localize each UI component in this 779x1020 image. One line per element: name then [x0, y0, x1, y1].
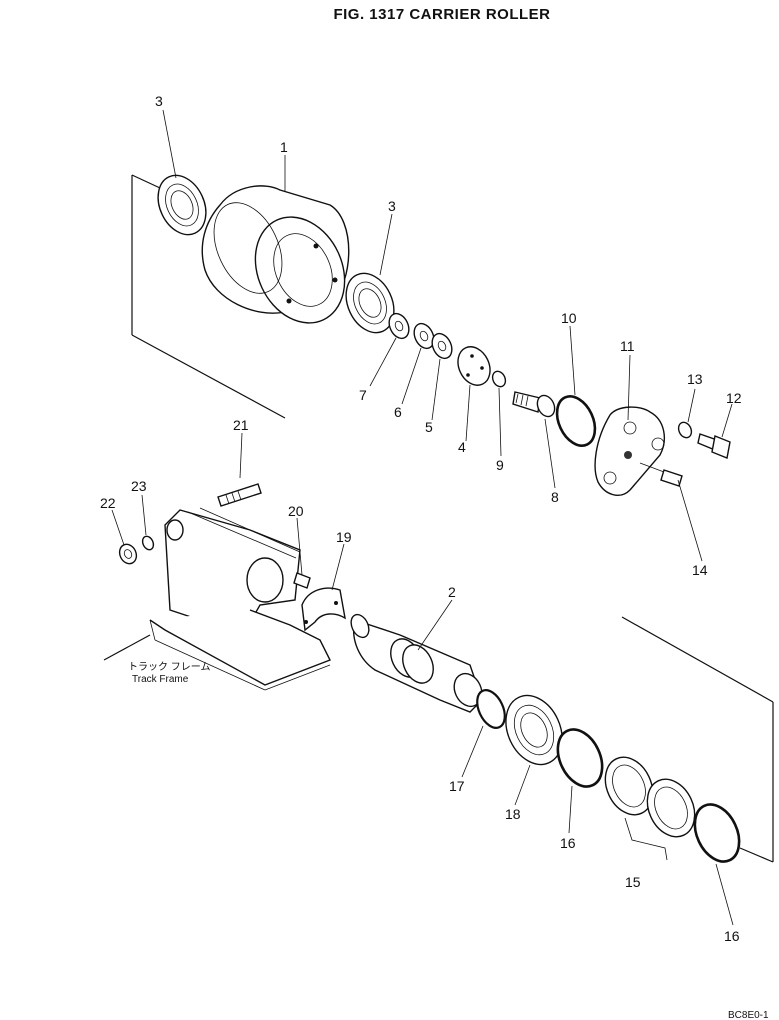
- callout-4: 4: [458, 439, 466, 455]
- washer-part-6: [413, 322, 435, 350]
- callout-19: 19: [336, 529, 352, 545]
- callout-13: 13: [687, 371, 703, 387]
- callout-17: 17: [449, 778, 465, 794]
- callout-5: 5: [425, 419, 433, 435]
- bolt-part-12: [697, 433, 731, 459]
- callout-2: 2: [448, 584, 456, 600]
- bearing-part-3-left: [157, 174, 207, 236]
- callout-16-first: 16: [560, 835, 576, 851]
- callout-3-left: 3: [155, 93, 163, 109]
- callout-8: 8: [551, 489, 559, 505]
- plate-part-19: [301, 587, 346, 632]
- o-ring-part-16-second: [693, 803, 741, 863]
- callout-22: 22: [100, 495, 116, 511]
- pin-part-20: [293, 572, 311, 589]
- callout-labels: 3 1 3 7 6 5 4 9 8 10 11 13 12 14 21 23 2…: [100, 93, 742, 944]
- ring-part-9: [491, 370, 507, 388]
- lower-group-bracket: [621, 616, 774, 863]
- o-ring-part-10: [555, 395, 597, 447]
- callout-12: 12: [726, 390, 742, 406]
- shaft-part-2: [350, 613, 483, 713]
- callout-15: 15: [625, 874, 641, 890]
- callout-21: 21: [233, 417, 249, 433]
- drawing-code: BC8E0-1: [728, 1010, 769, 1020]
- cover-part-11: [594, 406, 666, 496]
- screw-part-14: [639, 462, 683, 487]
- upper-group-bracket: [131, 174, 286, 419]
- nut-part-22: [118, 543, 138, 565]
- callout-6: 6: [394, 404, 402, 420]
- leader-lines: [111, 109, 734, 926]
- callout-23: 23: [131, 478, 147, 494]
- callout-20: 20: [288, 503, 304, 519]
- track-frame-label-jp: トラック フレーム: [128, 661, 210, 673]
- callout-14: 14: [692, 562, 708, 578]
- o-ring-part-16-first: [556, 728, 604, 788]
- callout-1: 1: [280, 139, 288, 155]
- track-frame: [103, 507, 331, 691]
- plug-part-8: [512, 391, 556, 418]
- callout-16-second: 16: [724, 928, 740, 944]
- figure-title: FIG. 1317 CARRIER ROLLER: [333, 6, 551, 23]
- washer-part-23: [141, 535, 155, 551]
- floating-seal-part-15: [604, 756, 696, 861]
- callout-7: 7: [359, 387, 367, 403]
- bearing-part-3-right: [345, 272, 395, 334]
- callout-11: 11: [620, 338, 635, 354]
- pin-part-21: [217, 483, 262, 507]
- washer-part-5: [431, 332, 453, 360]
- callout-9: 9: [496, 457, 504, 473]
- washer-part-7: [388, 312, 410, 340]
- roller-part-1: [201, 185, 350, 324]
- washer-part-13: [677, 421, 693, 439]
- callout-3-right: 3: [388, 198, 396, 214]
- track-frame-label-en: Track Frame: [132, 674, 189, 685]
- callout-10: 10: [561, 310, 577, 326]
- plate-part-4: [457, 346, 491, 386]
- callout-18: 18: [505, 806, 521, 822]
- bearing-part-18: [505, 694, 563, 766]
- o-ring-part-17: [476, 689, 506, 729]
